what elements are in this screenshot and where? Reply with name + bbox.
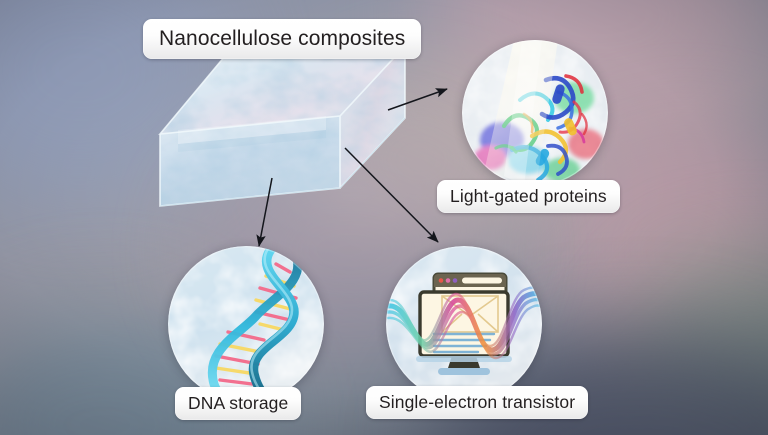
slab-front-face — [160, 116, 340, 206]
window-dot-pink — [445, 278, 451, 283]
inset-dna-storage — [168, 246, 324, 402]
slab-inner-ledge — [178, 116, 326, 152]
window-dot-purple — [452, 278, 458, 283]
label-nanocellulose-composites: Nanocellulose composites — [143, 19, 422, 59]
light-beam — [484, 40, 558, 186]
nanocellulose-composite-slab — [130, 38, 435, 253]
arrow-to-transistor — [344, 147, 439, 243]
label-dna-storage: DNA storage — [175, 387, 302, 420]
inset-light-gated-proteins — [462, 40, 608, 186]
monitor-illustration — [416, 272, 512, 375]
monitor-stand — [416, 356, 512, 375]
slab-top-face — [160, 46, 405, 134]
window-dot-red — [438, 278, 444, 283]
label-single-electron-transistor: Single-electron transistor — [366, 386, 589, 419]
slab-edges-soft — [159, 117, 406, 207]
signal-wave — [386, 286, 542, 360]
arrow-to-proteins — [387, 88, 448, 111]
arrow-to-dna — [256, 177, 273, 247]
inset-single-electron-transistor — [386, 246, 542, 402]
label-light-gated-proteins: Light-gated proteins — [437, 180, 620, 213]
